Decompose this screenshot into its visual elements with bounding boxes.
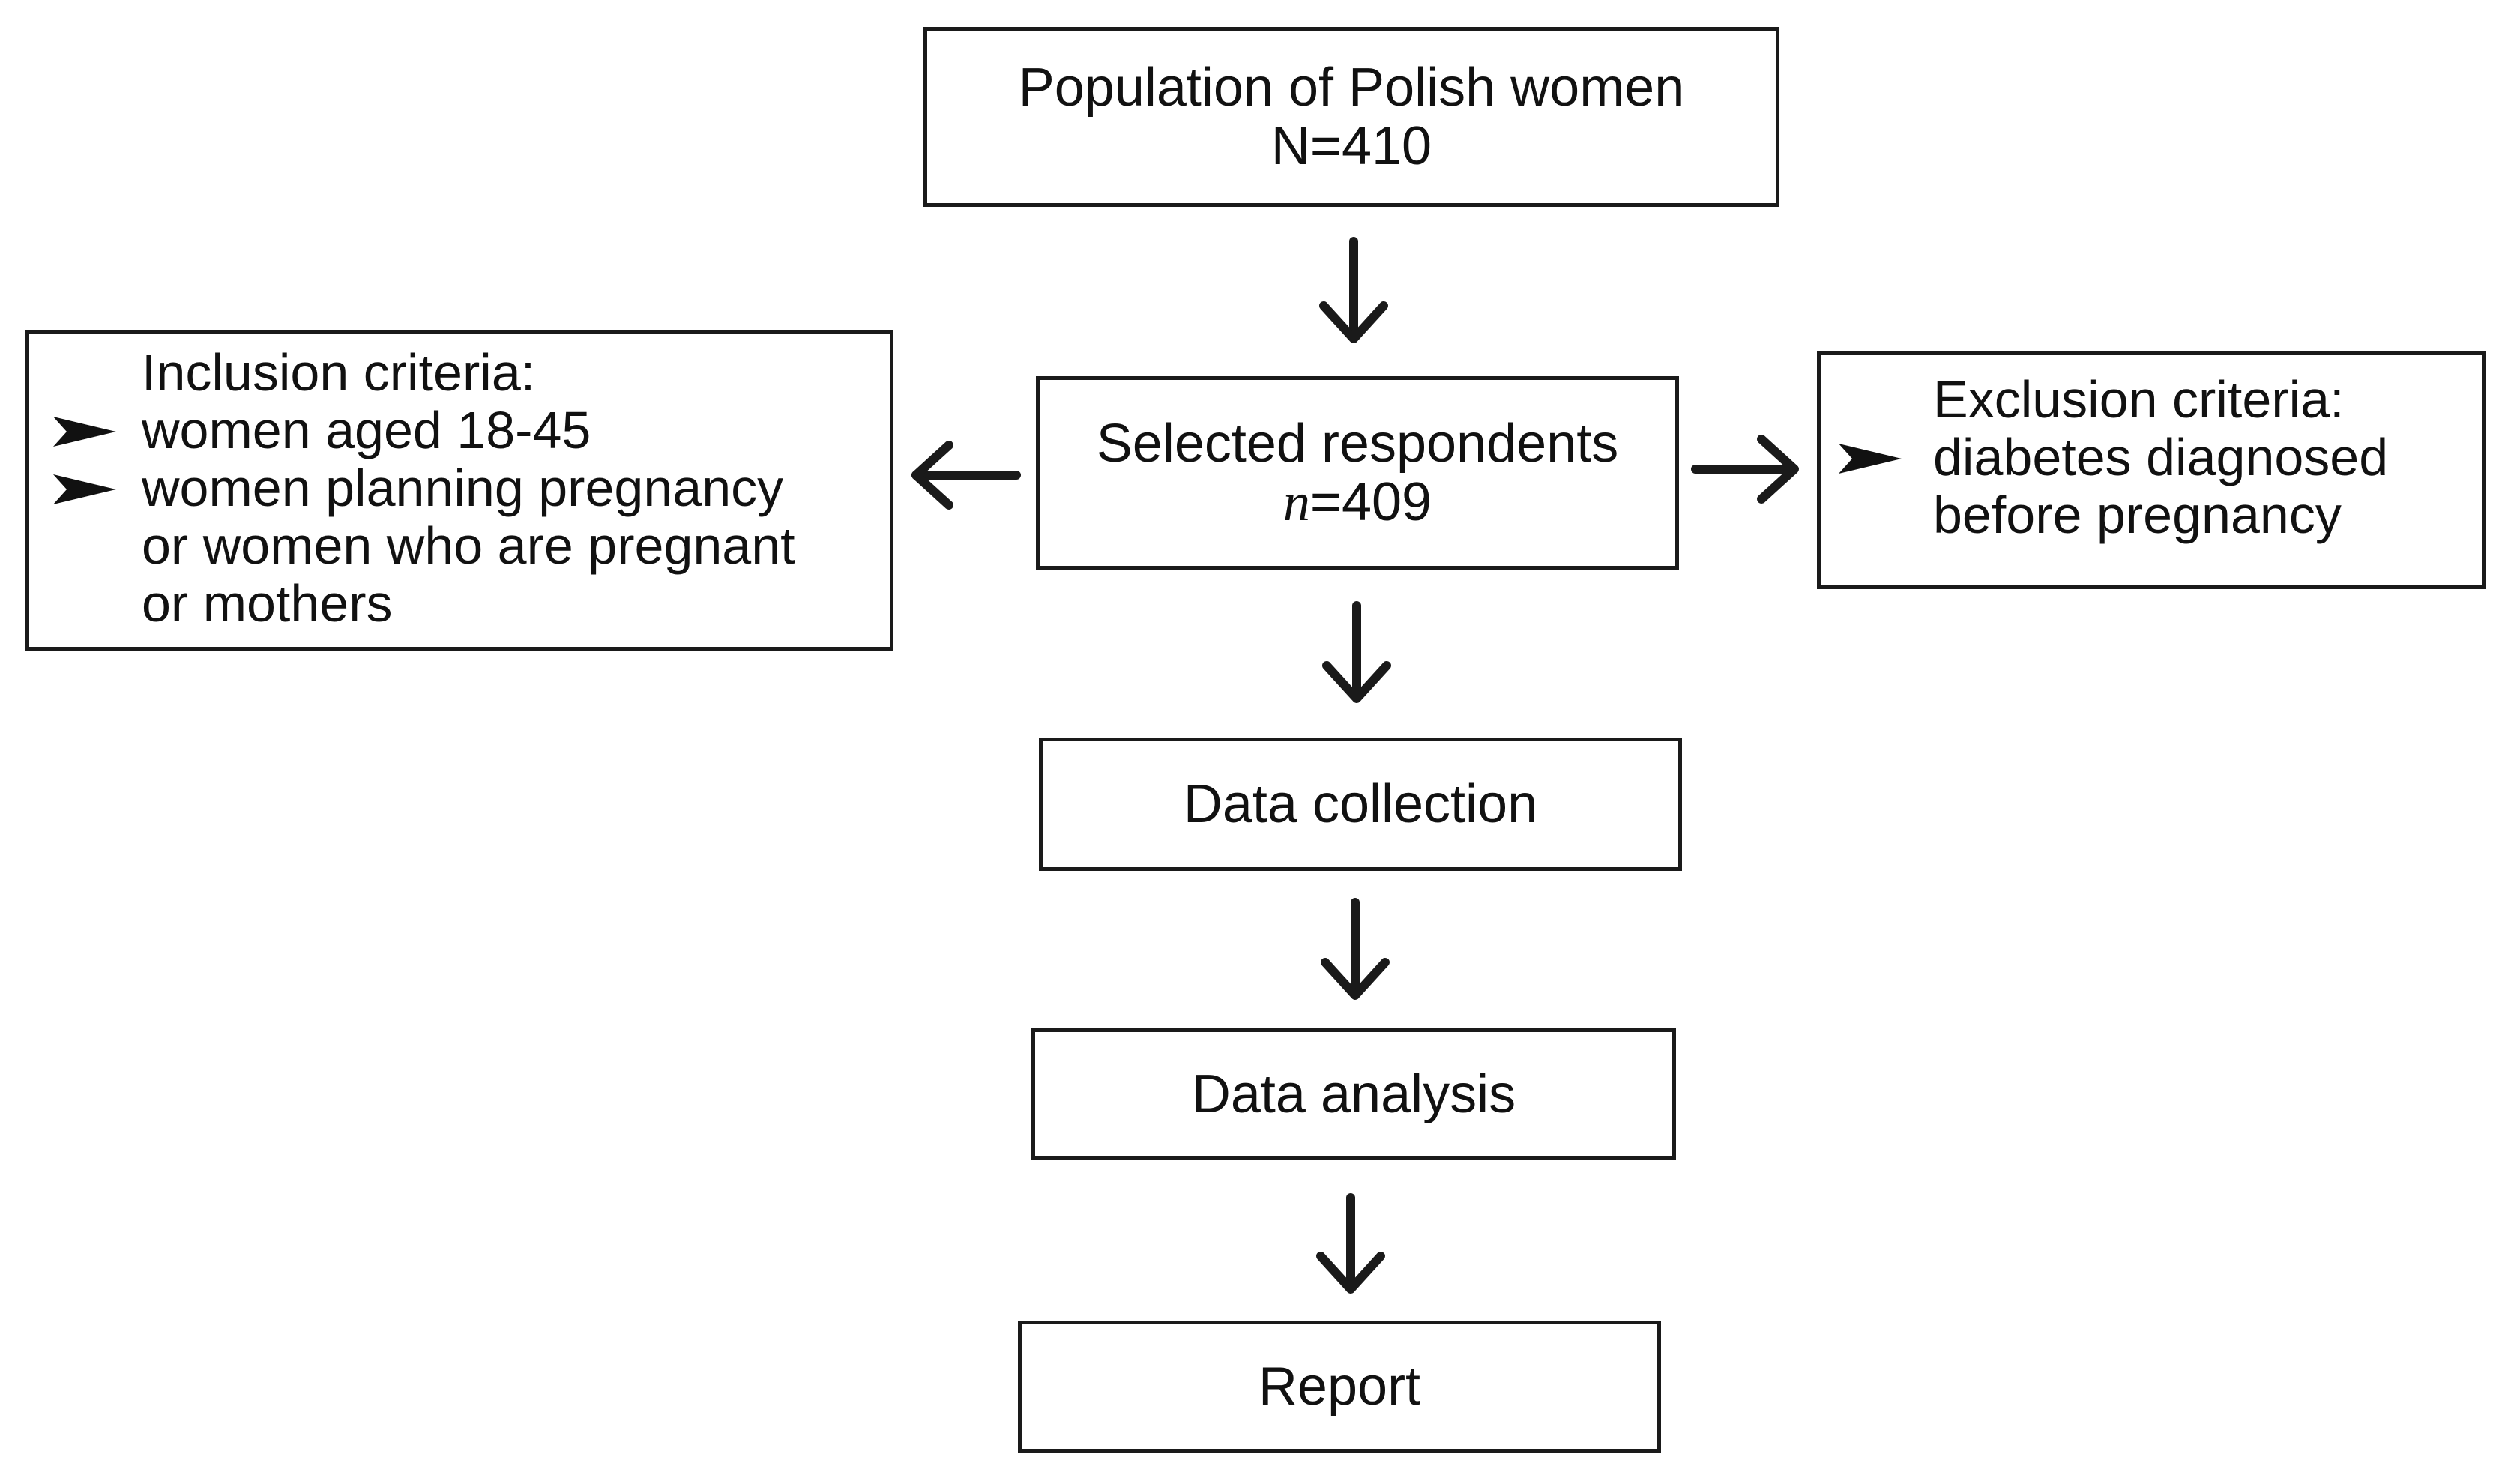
inclusion-criteria-title: Inclusion criteria: (142, 343, 536, 402)
arrow-down-selected-to-collection (1322, 601, 1391, 703)
arrow-down-collection-to-analysis (1321, 898, 1390, 1000)
n-symbol: n (1282, 472, 1310, 532)
arrowhead-bullet-icon (53, 417, 116, 447)
inclusion-item-line: or mothers (142, 574, 393, 633)
exclusion-item: diabetes diagnosed before pregnancy (1839, 428, 2389, 544)
exclusion-criteria-content: Exclusion criteria: diabetes diagnosed b… (1839, 370, 2389, 544)
arrow-down-population-to-selected (1319, 237, 1388, 343)
arrow-down-analysis-to-report (1316, 1193, 1385, 1294)
n-value: =409 (1309, 472, 1432, 532)
exclusion-item-line: before pregnancy (1933, 486, 2342, 544)
exclusion-criteria-box: Exclusion criteria: diabetes diagnosed b… (1817, 351, 2486, 589)
arrow-right-to-exclusion (1691, 435, 1799, 504)
selected-respondents-label: Selected respondents (1096, 414, 1619, 474)
population-label: Population of Polish women (1018, 58, 1685, 118)
population-count: N=410 (1270, 116, 1432, 176)
arrowhead-bullet-icon (53, 474, 116, 504)
data-analysis-box: Data analysis (1031, 1028, 1676, 1160)
inclusion-item-line: women aged 18-45 (142, 401, 591, 459)
data-collection-box: Data collection (1039, 738, 1682, 871)
inclusion-criteria-content: Inclusion criteria: women aged 18-45 wom… (53, 343, 795, 633)
inclusion-item-line: or women who are pregnant (142, 516, 795, 575)
selected-respondents-count: n=409 (1283, 473, 1432, 531)
inclusion-criteria-box: Inclusion criteria: women aged 18-45 wom… (25, 330, 893, 651)
inclusion-item: women aged 18-45 (53, 401, 795, 459)
inclusion-item: women planning pregnancy or women who ar… (53, 459, 795, 633)
selected-respondents-box: Selected respondents n=409 (1036, 376, 1679, 570)
data-analysis-label: Data analysis (1191, 1064, 1516, 1124)
report-box: Report (1018, 1321, 1661, 1453)
arrowhead-bullet-icon (1839, 444, 1902, 474)
population-box: Population of Polish women N=410 (923, 27, 1779, 207)
exclusion-criteria-title: Exclusion criteria: (1933, 370, 2345, 429)
exclusion-item-line: diabetes diagnosed (1933, 428, 2389, 486)
data-collection-label: Data collection (1183, 774, 1538, 834)
arrow-left-to-inclusion (911, 441, 1021, 510)
inclusion-item-line: women planning pregnancy (142, 459, 784, 517)
report-label: Report (1258, 1357, 1421, 1417)
